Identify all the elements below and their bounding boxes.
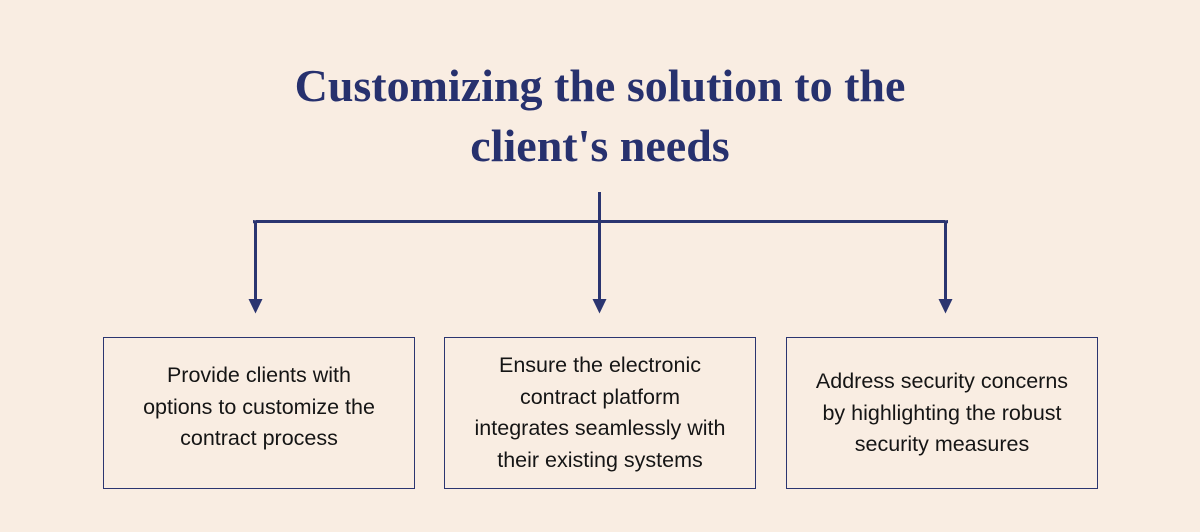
node-box-1[interactable]: Provide clients with options to customiz… [103, 337, 415, 489]
corner-right [944, 220, 949, 225]
node-box-3-label: Address security concerns by highlightin… [815, 369, 1069, 456]
arrowhead-icon-left [248, 299, 263, 314]
arrowhead-icon-center [592, 299, 607, 314]
node-box-2-label: Ensure the electronic contract platform … [474, 353, 726, 472]
node-box-2[interactable]: Ensure the electronic contract platform … [444, 337, 756, 489]
page-title: Customizing the solution to the client's… [294, 60, 906, 171]
node-box-3[interactable]: Address security concerns by highlightin… [786, 337, 1098, 489]
arrowhead-icon-right [938, 299, 953, 314]
node-box-1-label: Provide clients with options to customiz… [143, 363, 375, 450]
corner-left [252, 220, 257, 225]
